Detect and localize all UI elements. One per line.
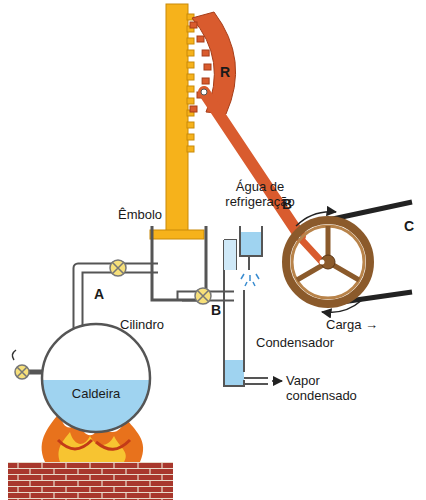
part-label: Condensador — [256, 336, 334, 351]
boiler-shape — [40, 322, 152, 434]
part-label: Água de refrigeração — [210, 180, 310, 210]
brick-furnace — [8, 462, 173, 500]
boiler-label: Caldeira — [40, 386, 152, 401]
condenser — [224, 240, 282, 386]
part-label: Cilindro — [120, 318, 164, 333]
part-label: Êmbolo — [118, 208, 162, 223]
part-letter: C — [404, 218, 414, 234]
connecting-rod — [298, 236, 322, 262]
part-letter: R — [220, 64, 230, 80]
boiler: Caldeira — [40, 322, 152, 434]
part-letter: A — [94, 286, 104, 302]
part-label: Vapor condensado — [286, 374, 366, 404]
valve — [195, 288, 211, 304]
valve — [110, 260, 126, 276]
piston-head — [150, 230, 204, 239]
part-letter: B — [282, 196, 292, 212]
part-label: Carga → — [326, 318, 378, 333]
flywheel — [286, 202, 412, 312]
piston-rod — [150, 4, 204, 239]
boiler-valve — [12, 350, 44, 379]
cooling-tank — [240, 226, 262, 286]
part-letter: B — [211, 302, 221, 318]
